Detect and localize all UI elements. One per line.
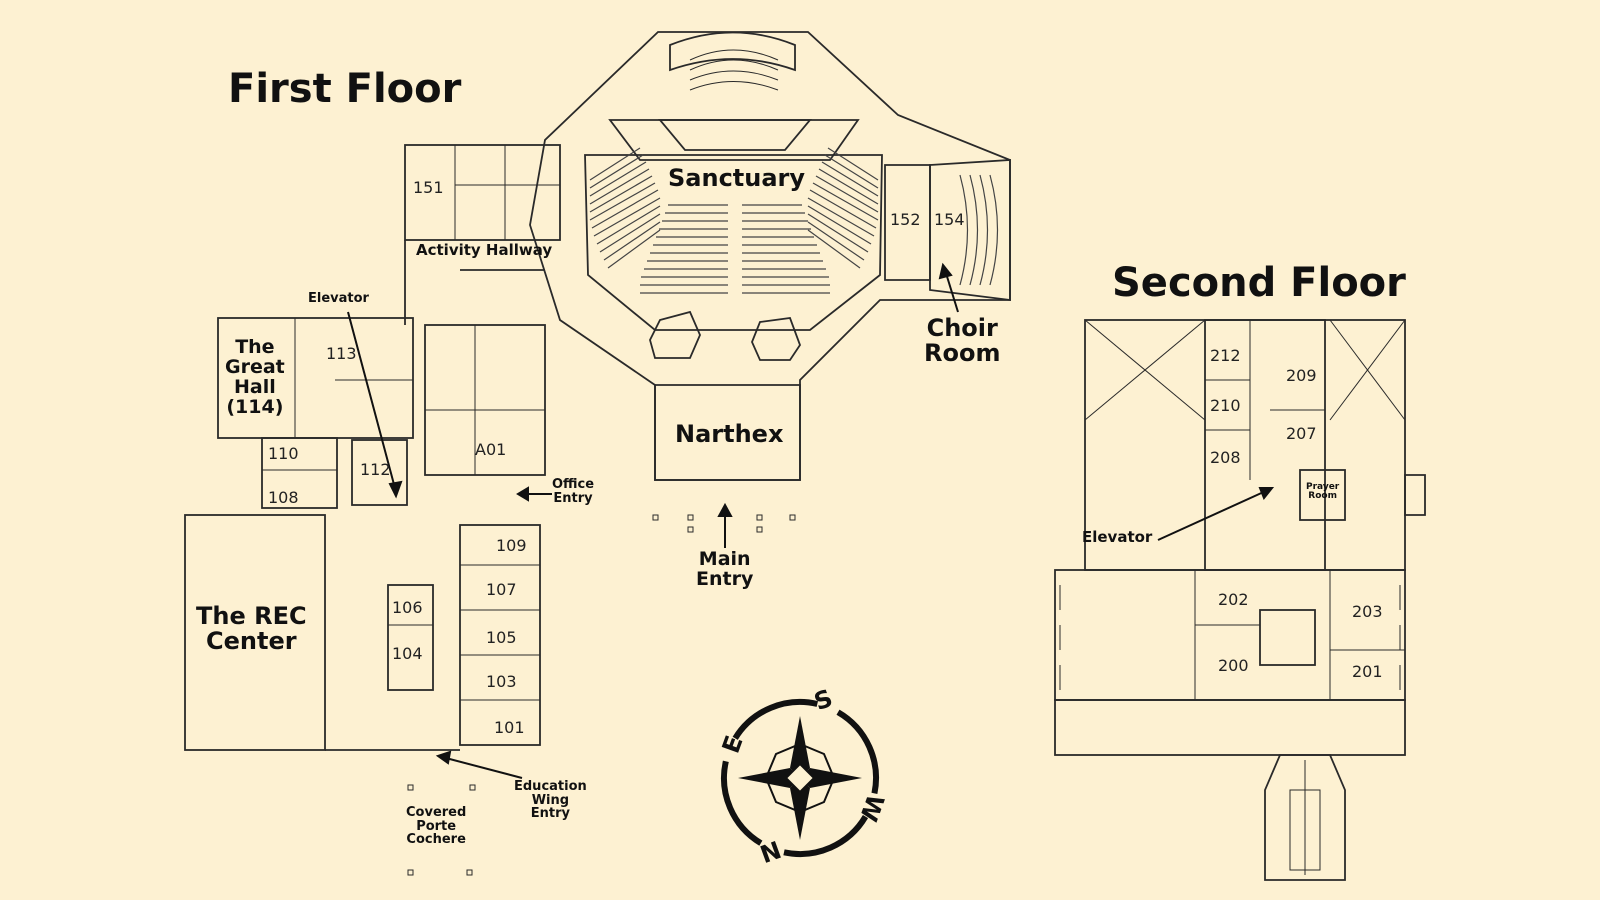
great-hall-label: The Great Hall (114)	[225, 336, 285, 418]
room-203: 203	[1352, 602, 1383, 621]
sanctuary-building	[529, 31, 1011, 533]
room-202: 202	[1218, 590, 1249, 609]
choir-room-label: Choir Room	[924, 314, 1001, 368]
first-floor-title: First Floor	[228, 66, 462, 112]
room-107: 107	[486, 580, 517, 599]
room-201: 201	[1352, 662, 1383, 681]
room-152: 152	[890, 210, 921, 229]
room-110: 110	[268, 444, 299, 463]
room-154: 154	[934, 210, 965, 229]
first-floor-elevator-label: Elevator	[308, 291, 369, 306]
room-112: 112	[360, 460, 391, 479]
room-101: 101	[494, 718, 525, 737]
room-104: 104	[392, 644, 423, 663]
second-floor-elevator-label: Elevator	[1082, 528, 1153, 546]
office-entry-label: Office Entry	[552, 477, 595, 506]
room-212: 212	[1210, 346, 1241, 365]
prayer-room-label: Prayer Room	[1306, 482, 1340, 502]
room-207: 207	[1286, 424, 1317, 443]
activity-hallway-label: Activity Hallway	[416, 241, 553, 259]
narthex-label: Narthex	[675, 420, 784, 448]
room-106: 106	[392, 598, 423, 617]
room-105: 105	[486, 628, 517, 647]
room-208: 208	[1210, 448, 1241, 467]
room-103: 103	[486, 672, 517, 691]
room-113: 113	[326, 344, 357, 363]
room-109: 109	[496, 536, 527, 555]
room-151: 151	[413, 178, 444, 197]
rec-center-label: The REC Center	[196, 602, 307, 656]
room-200: 200	[1218, 656, 1249, 675]
second-floor-title: Second Floor	[1112, 260, 1406, 306]
room-a01: A01	[475, 440, 507, 459]
compass-rose-icon	[721, 699, 879, 857]
education-wing-entry-label: Education Wing Entry	[514, 779, 587, 822]
second-floor-plan	[1054, 319, 1426, 881]
sanctuary-label: Sanctuary	[668, 164, 806, 192]
main-entry-label: Main Entry	[696, 548, 754, 590]
room-108: 108	[268, 488, 299, 507]
pointer-arrows	[347, 262, 1275, 779]
room-209: 209	[1286, 366, 1317, 385]
porte-cochere-label: Covered Porte Cochere	[406, 805, 467, 848]
room-210: 210	[1210, 396, 1241, 415]
education-wing	[184, 144, 561, 876]
